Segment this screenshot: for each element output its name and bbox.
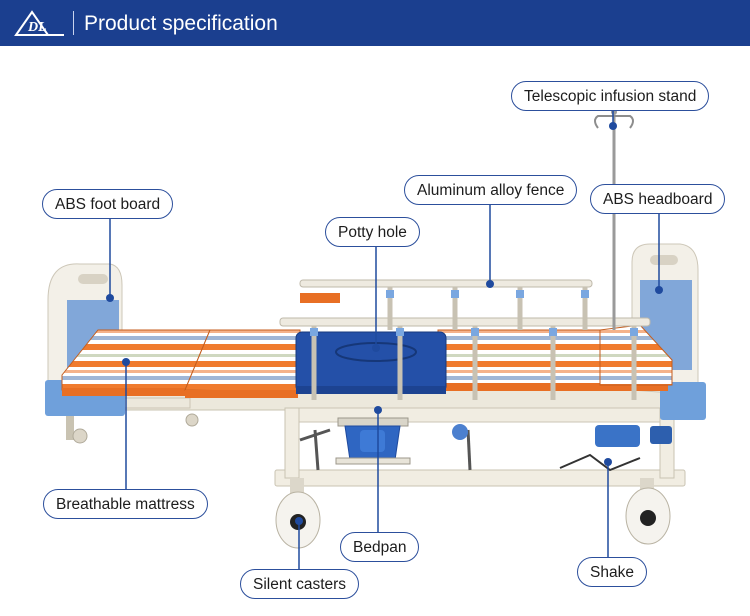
callout-potty-hole: Potty hole <box>325 217 420 247</box>
bedpan-bin <box>335 417 411 465</box>
callout-foot-board: ABS foot board <box>42 189 174 219</box>
brand-logo: DL <box>14 10 64 36</box>
header-divider <box>73 11 74 35</box>
logo-text: DL <box>27 20 47 35</box>
callout-breathable-mattress: Breathable mattress <box>43 489 208 519</box>
bed-illustration <box>45 109 706 569</box>
callout-silent-casters: Silent casters <box>240 569 360 599</box>
callout-headboard: ABS headboard <box>590 184 726 214</box>
callout-shake: Shake <box>577 557 647 587</box>
callout-bedpan: Bedpan <box>340 532 420 562</box>
callout-aluminum-fence: Aluminum alloy fence <box>404 175 578 205</box>
pointer-dots <box>106 122 663 525</box>
page-title: Product specification <box>84 12 278 35</box>
leader-lines <box>109 111 660 569</box>
infusion-stand <box>594 109 634 330</box>
side-rails <box>279 279 651 400</box>
callout-infusion-stand: Telescopic infusion stand <box>511 81 710 111</box>
casters <box>275 478 671 549</box>
potty-cushion <box>295 331 447 394</box>
crank-mechanism <box>299 424 672 472</box>
header-bar: DL Product specification <box>0 0 750 46</box>
